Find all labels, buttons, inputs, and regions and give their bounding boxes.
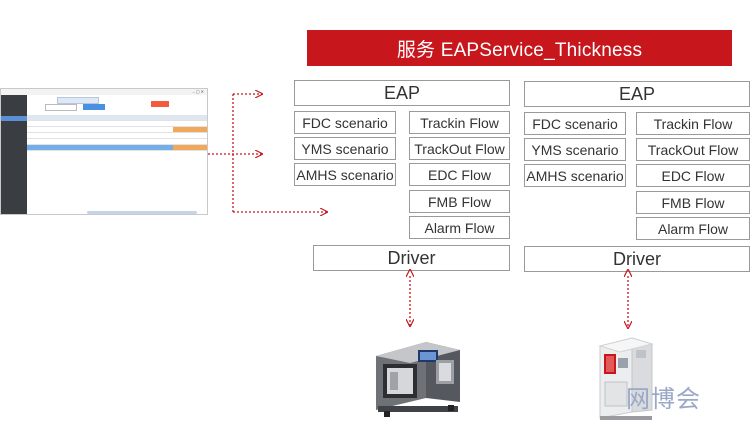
driver-label: Driver xyxy=(613,248,661,269)
eap-right-yms-scenario: YMS scenario xyxy=(524,138,626,161)
scenario-label: AMHS scenario xyxy=(526,167,624,184)
app-main-panel xyxy=(27,95,207,214)
app-scrollbar[interactable] xyxy=(87,211,197,214)
flow-label: Alarm Flow xyxy=(657,220,728,237)
eap-right-trackout-flow: TrackOut Flow xyxy=(636,138,750,161)
flow-label: FMB Flow xyxy=(428,193,491,210)
scenario-label: FDC scenario xyxy=(532,115,618,132)
app-search-button[interactable] xyxy=(83,104,105,110)
app-status-badge xyxy=(151,101,169,107)
eap-left-header: EAP xyxy=(294,80,510,106)
sidebar-item-active[interactable] xyxy=(1,116,29,121)
flow-label: EDC Flow xyxy=(661,167,725,184)
service-title: 服务 EAPService_Thickness xyxy=(396,39,643,61)
table-row[interactable] xyxy=(27,121,207,127)
eap-left-edc-flow: EDC Flow xyxy=(409,163,510,186)
flow-label: FMB Flow xyxy=(661,194,725,211)
eap-left-trackin-flow: Trackin Flow xyxy=(409,111,510,134)
table-cell-highlight xyxy=(173,145,207,150)
eap-right-header: EAP xyxy=(524,81,750,107)
eap-left-driver: Driver xyxy=(313,245,510,271)
table-cell-highlight xyxy=(173,127,207,132)
eap-left-trackout-flow: TrackOut Flow xyxy=(409,137,510,160)
flow-label: EDC Flow xyxy=(427,166,491,183)
eap-right-fdc-scenario: FDC scenario xyxy=(524,112,626,135)
flow-label: Trackin Flow xyxy=(420,114,499,131)
eap-left-amhs-scenario: AMHS scenario xyxy=(294,163,396,186)
scenario-label: AMHS scenario xyxy=(296,166,394,183)
scenario-label: YMS scenario xyxy=(531,141,619,158)
eap-app-screenshot: –▢✕ xyxy=(0,88,208,215)
table-header-row xyxy=(27,115,207,121)
eap-right-alarm-flow: Alarm Flow xyxy=(636,217,750,240)
scenario-label: YMS scenario xyxy=(301,140,389,157)
table-row[interactable] xyxy=(27,127,207,133)
flow-label: Alarm Flow xyxy=(424,219,495,236)
window-controls: –▢✕ xyxy=(192,89,205,94)
service-banner: 服务 EAPService_Thickness xyxy=(307,30,732,66)
scenario-label: FDC scenario xyxy=(302,114,388,131)
eap-left-yms-scenario: YMS scenario xyxy=(294,137,396,160)
watermark-text: 网博会 xyxy=(626,386,701,413)
eap-left-fdc-scenario: FDC scenario xyxy=(294,111,396,134)
table-row-selected[interactable] xyxy=(27,145,207,151)
app-tab[interactable] xyxy=(57,97,99,104)
app-search-input[interactable] xyxy=(45,104,77,111)
flow-label: TrackOut Flow xyxy=(647,141,739,158)
eap-right-amhs-scenario: AMHS scenario xyxy=(524,164,626,187)
table-row[interactable] xyxy=(27,139,207,145)
watermark-logo: 网博会 xyxy=(626,379,701,414)
eap-right-driver: Driver xyxy=(524,246,750,272)
eap-right-trackin-flow: Trackin Flow xyxy=(636,112,750,135)
eap-left-label: EAP xyxy=(383,82,421,103)
right-equipment-machine xyxy=(598,337,654,420)
eap-right-fmb-flow: FMB Flow xyxy=(636,191,750,214)
left-equipment-machine xyxy=(376,342,460,417)
flow-label: TrackOut Flow xyxy=(414,140,505,157)
eap-right-label: EAP xyxy=(618,83,656,104)
eap-left-alarm-flow: Alarm Flow xyxy=(409,216,510,239)
app-sidebar xyxy=(1,95,29,214)
table-row[interactable] xyxy=(27,133,207,139)
driver-label: Driver xyxy=(387,247,436,268)
eap-right-edc-flow: EDC Flow xyxy=(636,164,750,187)
app-data-table xyxy=(27,115,207,151)
flow-label: Trackin Flow xyxy=(653,115,733,132)
eap-left-fmb-flow: FMB Flow xyxy=(409,190,510,213)
